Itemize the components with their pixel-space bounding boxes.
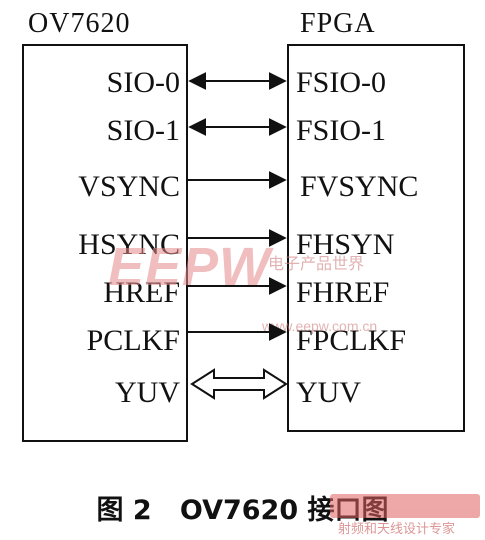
right-pin-4: FHREF <box>296 276 390 309</box>
left-pin-6: YUV <box>115 376 180 409</box>
watermark-badge-text: 射频和天线设计专家 <box>338 522 456 537</box>
right-pin-6: YUV <box>296 376 361 409</box>
watermark-url: www.eepw.com.cn <box>262 318 378 334</box>
fpga-block <box>287 44 465 432</box>
right-pin-5: FPCLKF <box>296 324 407 357</box>
right-pin-1: FSIO-1 <box>296 114 387 147</box>
left-block-title: OV7620 <box>28 8 131 39</box>
arrow-yuv-bus <box>190 368 288 400</box>
left-pin-3: HSYNC <box>78 228 180 261</box>
left-pin-5: PCLKF <box>86 324 180 357</box>
right-pin-2: FVSYNC <box>300 170 419 203</box>
left-pin-1: SIO-1 <box>106 114 180 147</box>
left-pin-0: SIO-0 <box>106 66 180 99</box>
right-pin-3: FHSYN <box>296 228 395 261</box>
watermark-badge: 射频和天线设计专家 <box>330 494 480 537</box>
right-block-title: FPGA <box>300 8 376 39</box>
left-pin-2: VSYNC <box>78 170 180 203</box>
right-pin-0: FSIO-0 <box>296 66 387 99</box>
left-pin-4: HREF <box>103 276 180 309</box>
watermark-subtext: 电子产品世界 <box>268 254 365 273</box>
ov7620-block <box>22 44 188 442</box>
